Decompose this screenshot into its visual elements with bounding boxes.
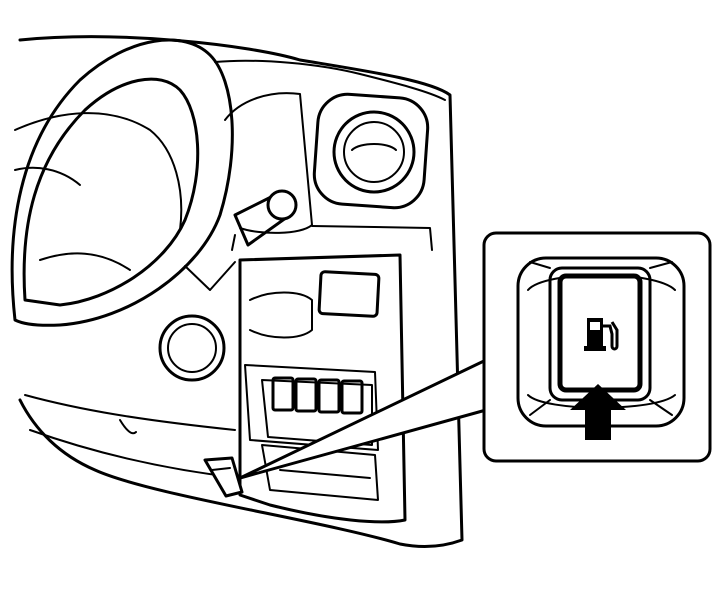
center-console [238,253,407,524]
switch-2 [294,377,318,413]
control-stalk [231,189,298,251]
switch-3 [317,378,341,414]
push-arrow-icon [570,384,626,440]
switch-panel [271,376,364,415]
switch-4 [340,379,364,415]
ignition-switch [158,314,226,382]
dashboard-panel [18,35,464,549]
switch-1 [271,376,295,412]
air-vent [312,92,430,210]
steering-wheel [10,38,234,327]
fuel-door-opener-button [203,456,244,498]
fuel-pump-icon [584,318,619,351]
